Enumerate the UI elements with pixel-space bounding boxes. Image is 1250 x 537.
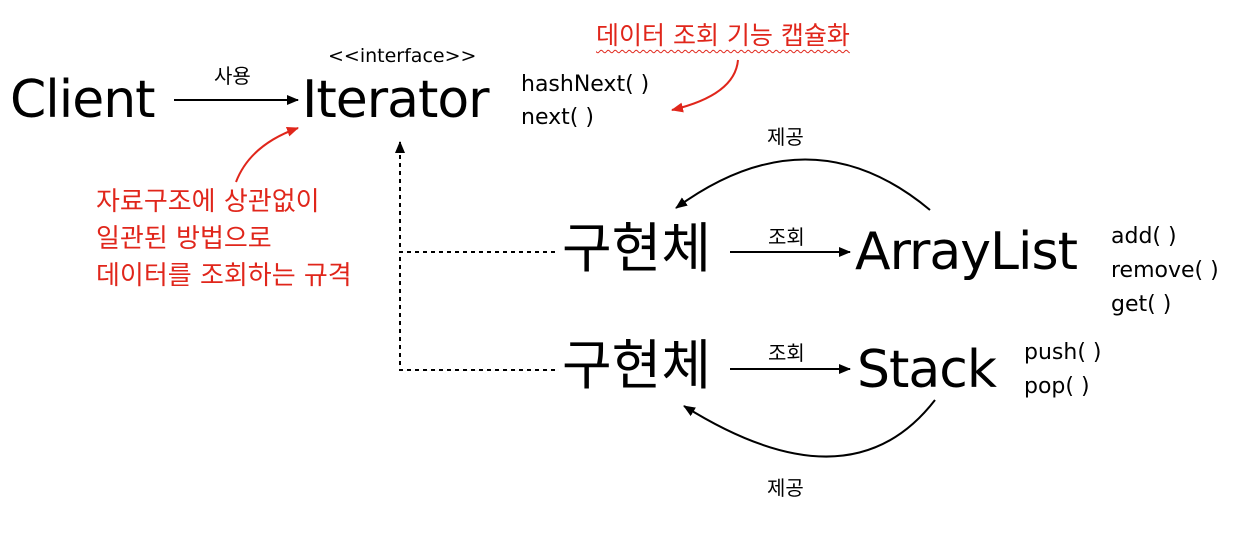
method-pop: pop( )	[1024, 374, 1090, 400]
method-remove: remove( )	[1111, 258, 1219, 284]
stack-provides-curve	[683, 399, 936, 458]
impl-bottom-label: 구현체	[562, 334, 712, 397]
standard-note-arrow	[235, 126, 299, 183]
iterator-label: Iterator	[302, 70, 490, 130]
iterator-methods: hashNext( ) next( )	[521, 68, 649, 134]
impl-bottom-query-label: 조회	[768, 341, 805, 365]
method-push: push( )	[1024, 340, 1102, 365]
standard-note-line-2: 일관된 방법으로	[96, 223, 272, 254]
stack-label: Stack	[857, 340, 997, 400]
method-next: next( )	[521, 105, 594, 130]
iterator-stereotype: <<interface>>	[328, 45, 477, 67]
stack-provides-label: 제공	[767, 476, 804, 500]
uses-label: 사용	[214, 64, 251, 88]
encapsulation-note: 데이터 조회 기능 캡슐화	[596, 21, 850, 50]
standard-note-line-1: 자료구조에 상관없이	[96, 187, 320, 217]
method-add: add( )	[1111, 224, 1177, 249]
impl-bottom-realization-line	[399, 252, 555, 371]
encapsulation-note-arrow	[671, 59, 739, 113]
standard-note: 자료구조에 상관없이 일관된 방법으로 데이터를 조회하는 규격	[96, 184, 352, 295]
method-hashnext: hashNext( )	[521, 72, 650, 97]
impl-top-query-label: 조회	[768, 225, 805, 249]
client-label: Client	[10, 70, 156, 130]
arraylist-provides-label: 제공	[767, 125, 804, 149]
arraylist-provides-curve	[675, 158, 931, 211]
arraylist-methods: add( ) remove( ) get( )	[1111, 220, 1219, 322]
impl-top-label: 구현체	[562, 217, 712, 280]
standard-note-line-3: 데이터를 조회하는 규격	[96, 260, 352, 291]
method-get: get( )	[1111, 292, 1172, 318]
stack-methods: push( ) pop( )	[1024, 336, 1101, 404]
arraylist-label: ArrayList	[855, 222, 1078, 282]
impl-top-realization-line	[395, 141, 555, 253]
